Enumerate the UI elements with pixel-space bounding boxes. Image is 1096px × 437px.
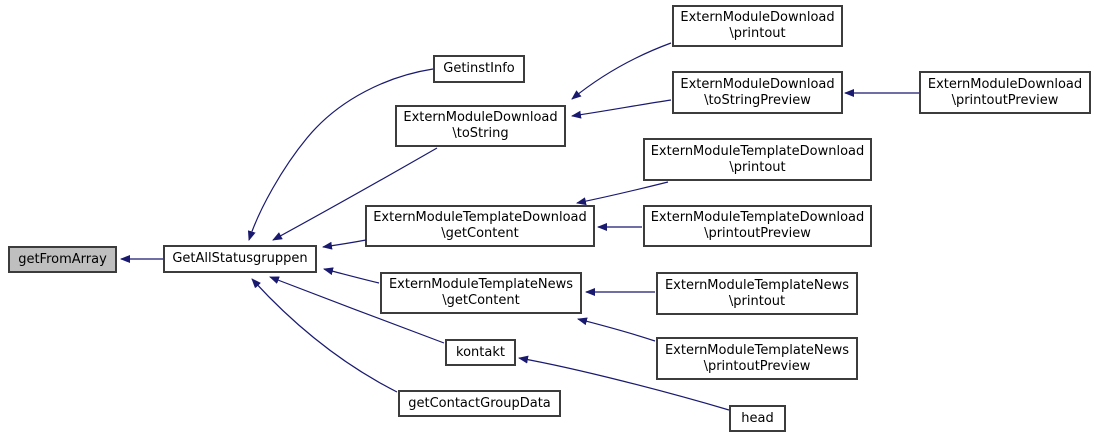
node-externmoduletemplatenews-getcontent[interactable]: ExternModuleTemplateNews\getContent xyxy=(380,272,582,314)
node-label-line: getContactGroupData xyxy=(408,395,551,411)
node-externmoduledownload-tostring[interactable]: ExternModuleDownload\toString xyxy=(395,105,566,147)
node-label-line: \toString xyxy=(452,126,509,141)
node-label-line: ExternModuleTemplateDownload xyxy=(373,210,587,225)
node-label-line: \getContent xyxy=(441,226,519,241)
edge-externmoduletemplatenews-printoutpreview-to-externmoduletemplatenews-getcontent xyxy=(577,317,656,342)
node-externmoduletemplatenews-printoutpreview[interactable]: ExternModuleTemplateNews\printoutPreview xyxy=(656,337,858,380)
node-externmoduletemplatenews-printout[interactable]: ExternModuleTemplateNews\printout xyxy=(656,272,858,315)
node-label-line: getFromArray xyxy=(18,251,107,267)
node-getinstinfo[interactable]: GetinstInfo xyxy=(433,55,525,83)
node-externmoduletemplatedownload-getcontent[interactable]: ExternModuleTemplateDownload\getContent xyxy=(365,205,595,247)
node-externmoduledownload-tostringpreview[interactable]: ExternModuleDownload\toStringPreview xyxy=(672,71,843,114)
node-label-line: \printout xyxy=(729,159,786,175)
node-label-line: kontakt xyxy=(456,344,505,360)
node-head[interactable]: head xyxy=(729,405,786,432)
node-label-line: ExternModuleTemplateDownload xyxy=(650,210,865,225)
node-label-line: head xyxy=(741,410,774,426)
node-label-line: \printout xyxy=(728,293,786,309)
node-kontakt[interactable]: kontakt xyxy=(445,339,516,366)
node-externmoduletemplatedownload-printoutpreview[interactable]: ExternModuleTemplateDownload\printoutPre… xyxy=(643,205,872,247)
node-externmoduledownload-printoutpreview[interactable]: ExternModuleDownload\printoutPreview xyxy=(919,71,1091,114)
node-label-line: \printoutPreview xyxy=(704,226,811,241)
node-getcontactgroupdata[interactable]: getContactGroupData xyxy=(398,390,561,417)
node-label-line: ExternModuleTemplateDownload xyxy=(650,143,865,159)
node-label-line: ExternModuleDownload xyxy=(927,76,1083,92)
node-externmoduletemplatedownload-printout[interactable]: ExternModuleTemplateDownload\printout xyxy=(643,138,872,181)
node-getfromarray: getFromArray xyxy=(8,246,117,273)
edge-externmoduledownload-printout-to-externmoduledownload-tostring xyxy=(571,42,672,100)
node-label-line: ExternModuleDownload xyxy=(403,110,558,125)
node-label-line: GetAllStatusgruppen xyxy=(172,251,308,266)
edge-getcontactgroupdata-to-getallstatusgruppen xyxy=(251,278,398,393)
node-label-line: ExternModuleTemplateNews xyxy=(388,277,574,292)
node-label-line: \printoutPreview xyxy=(703,358,811,374)
node-label-line: \getContent xyxy=(442,293,520,308)
node-label-line: \printout xyxy=(729,26,786,41)
node-label-line: ExternModuleTemplateNews xyxy=(664,277,850,293)
node-label-line: \toStringPreview xyxy=(704,92,811,108)
node-label-line: ExternModuleDownload xyxy=(680,10,835,25)
edge-externmoduletemplatedownload-getcontent-to-getallstatusgruppen xyxy=(322,239,367,250)
node-externmoduledownload-printout[interactable]: ExternModuleDownload\printout xyxy=(672,5,843,47)
node-label-line: GetinstInfo xyxy=(443,61,515,76)
edge-externmoduletemplatenews-getcontent-to-getallstatusgruppen xyxy=(323,267,380,284)
edge-externmoduletemplatedownload-printout-to-externmoduletemplatedownload-getcontent xyxy=(576,181,669,206)
node-getallstatusgruppen[interactable]: GetAllStatusgruppen xyxy=(163,245,317,273)
edge-externmoduledownload-tostringpreview-to-externmoduledownload-tostring xyxy=(571,99,672,119)
node-label-line: \printoutPreview xyxy=(951,92,1059,108)
node-label-line: ExternModuleTemplateNews xyxy=(664,342,850,358)
node-label-line: ExternModuleDownload xyxy=(680,76,835,92)
